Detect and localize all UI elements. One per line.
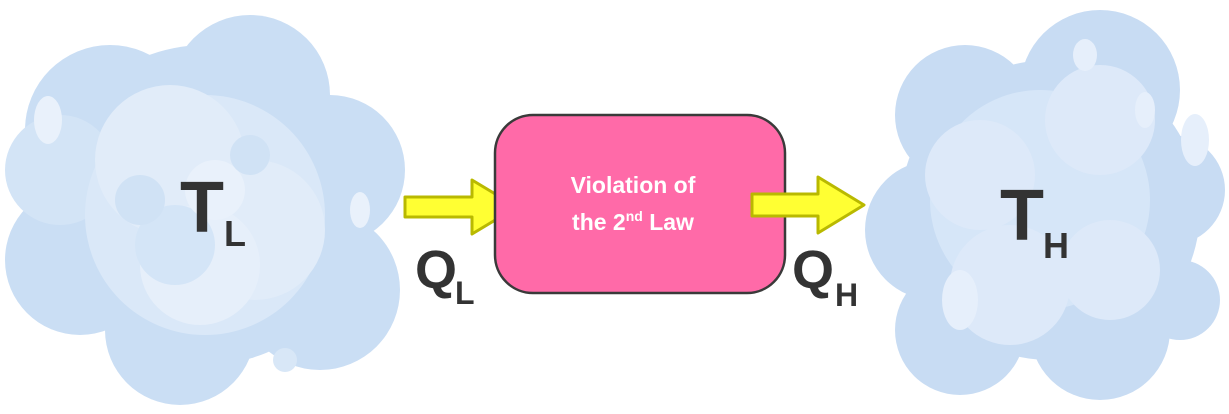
hot-temperature-label: T H [1000,176,1069,266]
hot-temperature-symbol: T [1000,176,1044,256]
device-label-line2: the 2nd Law [572,208,694,235]
cold-temperature-symbol: T [180,168,224,248]
hot-temperature-subscript: H [1043,225,1069,266]
device-label-superscript: nd [626,208,643,224]
heat-in-subscript: L [455,275,475,311]
heat-out-subscript: H [835,277,858,313]
device-label-line1: Violation of [571,172,696,198]
device-label-line2-prefix: the 2 [572,209,626,235]
cold-reservoir-cloud [5,15,405,405]
cold-temperature-subscript: L [224,213,246,254]
heat-in-symbol: Q [415,240,457,300]
hot-reservoir-cloud [865,10,1225,400]
violation-device: Violation of the 2nd Law [493,113,787,295]
cold-temperature-label: T L [180,168,246,254]
heat-out-arrow [750,175,866,235]
device-label-line2-suffix: Law [643,209,694,235]
heat-out-symbol: Q [792,240,834,300]
heat-in-label: Q L [415,240,475,311]
heat-out-label: Q H [792,240,858,313]
